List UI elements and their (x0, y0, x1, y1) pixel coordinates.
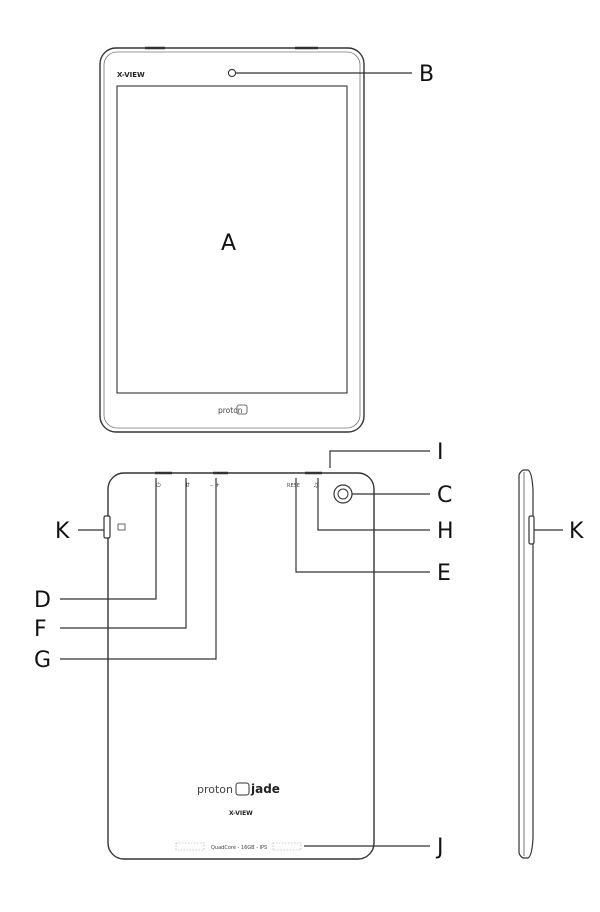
front-inner-bezel (103, 51, 361, 429)
volume-icon: – + (210, 482, 220, 489)
callout-i: I (437, 440, 444, 465)
callout-g: G (34, 648, 51, 673)
callout-b: B (419, 62, 434, 87)
front-view: X-VIEW proton A B (99, 46, 434, 433)
back-body (107, 472, 375, 860)
callout-h-line (317, 478, 430, 531)
back-logo-proton: proton (197, 783, 233, 796)
speaker-grille-left (175, 842, 205, 851)
callout-e: E (437, 561, 451, 586)
front-camera-icon (227, 68, 237, 78)
side-body-outline (518, 469, 534, 859)
callout-c: C (437, 483, 452, 508)
back-logo-badge-icon (235, 782, 250, 796)
back-brand-label: X-VIEW (229, 810, 253, 817)
back-view: ⏻ ⇵ – + RESE ♫ proton jade X-VIEW QuadCo… (34, 440, 454, 860)
back-spec-label: QuadCore - 16GB - IPS (211, 845, 267, 851)
front-brand-label: X-VIEW (117, 71, 145, 79)
callout-i-line (329, 450, 430, 468)
callout-f-line (60, 478, 187, 629)
rear-camera-lens-icon (337, 488, 349, 500)
sd-card-icon (117, 523, 126, 531)
back-side-slot (103, 515, 111, 539)
callout-d: D (34, 588, 51, 613)
back-logo-jade: jade (250, 782, 280, 796)
usb-icon: ⇵ (185, 482, 190, 489)
front-screen (116, 85, 348, 394)
reset-label: RESE (287, 483, 300, 489)
power-icon: ⏻ (156, 482, 161, 489)
callout-f: F (34, 617, 47, 642)
front-logo-badge-icon (236, 404, 248, 415)
side-card-slot (528, 515, 535, 545)
callout-h: H (437, 519, 454, 544)
front-bottom-logo: proton (218, 406, 243, 415)
side-view: K (518, 469, 584, 859)
callout-j: J (435, 835, 444, 860)
callout-k-left: K (55, 519, 70, 544)
callout-e-line (295, 478, 430, 573)
callout-a: A (221, 231, 236, 256)
headphone-icon: ♫ (313, 482, 318, 489)
callout-d-line (60, 478, 157, 600)
speaker-grille-right (272, 842, 302, 851)
callout-g-line (60, 478, 217, 660)
callout-k-right: K (569, 519, 584, 544)
